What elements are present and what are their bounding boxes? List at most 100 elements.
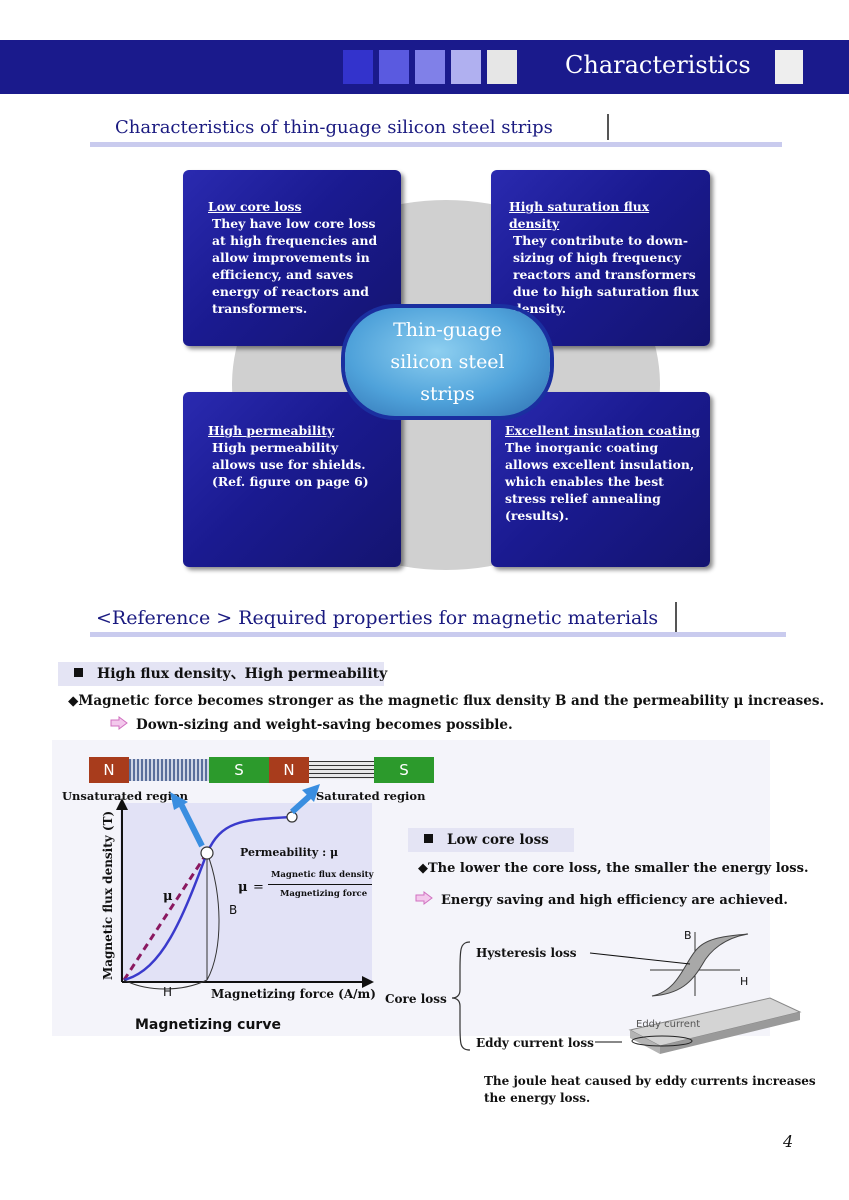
center-label-line: strips [420, 383, 475, 405]
magnet-north-2: N [269, 757, 309, 783]
eddy-current-loop [631, 1035, 693, 1047]
box-line: due to high saturation flux [513, 284, 699, 299]
magnet-south-2: S [374, 757, 434, 783]
core-result-text: Energy saving and high efficiency are ac… [441, 893, 788, 908]
unsaturated-point [200, 846, 214, 860]
saturated-point [286, 811, 298, 823]
header-square-5 [487, 50, 517, 84]
header-square-end [775, 50, 803, 84]
box-line: allows excellent insulation, [505, 457, 695, 472]
section1-underline [90, 142, 782, 147]
pink-arrow-icon [110, 716, 128, 730]
box-line: High permeability [212, 440, 339, 455]
box-low-core-loss: Low core loss They have low core loss at… [183, 170, 401, 346]
box-line: stress relief annealing [505, 491, 661, 506]
center-label-line: Thin-guage [393, 319, 502, 341]
permeability-label: Permeability : μ [240, 846, 339, 859]
section1-divider [607, 114, 609, 140]
center-label-line: silicon steel [390, 351, 505, 373]
core-subheading-text: Low core loss [447, 832, 549, 848]
magnet-illustration: N S N S [89, 755, 434, 785]
box-line: at high frequencies and [212, 233, 378, 248]
box-line: energy of reactors and [212, 284, 369, 299]
box-line: They contribute to down- [513, 233, 689, 248]
unsaturated-label: Unsaturated region [62, 789, 188, 803]
square-bullet-icon [424, 834, 433, 843]
center-label: Thin-guage silicon steel strips [345, 308, 550, 416]
core-subheading: Low core loss [408, 828, 574, 852]
eddy-strip-front [630, 1030, 660, 1054]
hysteresis-pointer [589, 952, 691, 965]
blue-arrow-unsaturated [177, 800, 205, 848]
flux-result-text: Down-sizing and weight-saving becomes po… [136, 717, 513, 733]
blue-arrow-saturated [289, 791, 315, 815]
curve-caption: Magnetizing curve [135, 1017, 281, 1033]
flux-subheading: High flux density、High permeability [58, 662, 388, 686]
formula-fraction-bar [268, 884, 372, 885]
header-square-2 [379, 50, 409, 84]
square-bullet-icon [74, 668, 83, 677]
page-number: 4 [783, 1132, 794, 1151]
hysteresis-label: Hysteresis loss [476, 946, 577, 960]
header-square-4 [451, 50, 481, 84]
box-heading: High saturation flux density [509, 199, 650, 231]
section1-title: Characteristics of thin-guage silicon st… [115, 117, 553, 138]
box-line: allow improvements in [212, 250, 370, 265]
hysteresis-b-label: B [684, 929, 692, 942]
hysteresis-h-label: H [740, 975, 749, 988]
formula-denominator: Magnetizing force [280, 889, 368, 899]
b-brace [206, 852, 220, 981]
magnet-south: S [209, 757, 269, 783]
header-square-1 [343, 50, 373, 84]
box-line: reactors and transformers [513, 267, 696, 282]
formula-numerator: Magnetic flux density [271, 870, 374, 880]
section2-underline [90, 632, 786, 637]
hysteresis-loop [651, 933, 749, 997]
y-axis-label: Magnetic flux density (T) [101, 810, 115, 980]
core-loss-brace [451, 941, 471, 1051]
magnetizing-curve-graphic [116, 784, 374, 990]
blue-arrowhead-left [170, 792, 188, 810]
eddy-label: Eddy current loss [476, 1036, 594, 1050]
x-axis-label: Magnetizing force (A/m) [211, 987, 376, 1001]
box-insulation-coating: Excellent insulation coating The inorgan… [491, 392, 710, 567]
core-result: Energy saving and high efficiency are ac… [415, 891, 788, 908]
box-line: efficiency, and saves [212, 267, 354, 282]
box-heading: Low core loss [208, 199, 302, 214]
box-line: (results). [505, 508, 569, 523]
formula-mu: μ [238, 880, 248, 895]
magnetization-curve [123, 815, 293, 982]
page-title: Characteristics [565, 51, 751, 79]
eddy-current-label: Eddy current [636, 1019, 701, 1030]
box-line: allows use for shields. [212, 457, 366, 472]
field-lines-unsaturated [129, 759, 209, 781]
pink-arrow-icon [415, 891, 433, 905]
eddy-strip-side [660, 1012, 800, 1054]
box-heading: High permeability [208, 423, 335, 438]
b-label: B [229, 903, 238, 917]
blue-arrowhead-right [302, 784, 320, 802]
box-line: transformers. [212, 301, 308, 316]
box-line: (Ref. figure on page 6) [212, 474, 369, 489]
formula-equals: = [253, 880, 264, 895]
flux-point: ◆Magnetic force becomes stronger as the … [68, 693, 825, 709]
box-heading: Excellent insulation coating [505, 423, 700, 438]
magnet-north: N [89, 757, 129, 783]
box-high-permeability: High permeability High permeability allo… [183, 392, 401, 567]
header-bar: Characteristics [0, 40, 849, 94]
h-brace [123, 979, 208, 990]
h-label: H [163, 985, 173, 999]
eddy-note-line-1: The joule heat caused by eddy currents i… [484, 1074, 816, 1088]
box-line: The inorganic coating [505, 440, 659, 455]
flux-subheading-text: High flux density、High permeability [97, 666, 388, 682]
mu-label: μ [163, 889, 173, 904]
section2-divider [675, 602, 677, 632]
box-high-saturation: High saturation flux density They contri… [491, 170, 710, 346]
header-square-3 [415, 50, 445, 84]
box-line: They have low core loss [212, 216, 376, 231]
flux-result: Down-sizing and weight-saving becomes po… [110, 716, 513, 733]
core-point: ◆The lower the core loss, the smaller th… [418, 861, 809, 876]
box-line: which enables the best [505, 474, 664, 489]
core-loss-diagram [451, 932, 802, 1054]
saturated-label: Saturated region [316, 789, 426, 803]
